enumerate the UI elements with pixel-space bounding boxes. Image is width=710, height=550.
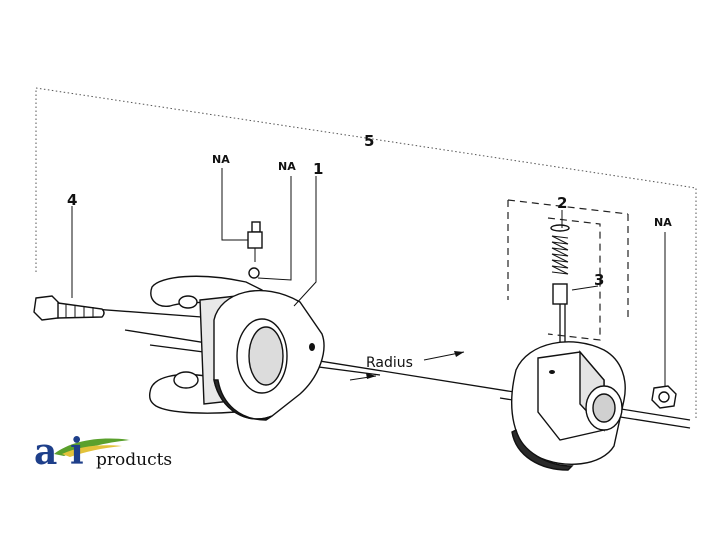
bolt-part (33, 295, 105, 321)
logo-mark-i: i (70, 431, 84, 473)
logo-mark-a: a (34, 431, 58, 473)
label-na-ball: NA (278, 160, 296, 173)
label-spring-3: 3 (594, 271, 604, 289)
leader-lines (71, 168, 666, 386)
plunger-spring-group-box (507, 199, 629, 341)
hub-yoke-part (511, 341, 626, 471)
label-na-fitting: NA (212, 153, 230, 166)
label-yoke-1: 1 (313, 160, 323, 178)
logo-leaf-swoosh (54, 438, 130, 457)
label-radius: Radius (366, 355, 413, 371)
label-bolt-4: 4 (67, 191, 77, 209)
check-ball-part (248, 267, 260, 279)
ai-products-logo: a i products (34, 432, 184, 476)
label-assembly-5: 5 (364, 132, 374, 150)
nut-part (651, 385, 677, 409)
yoke-part (148, 275, 325, 421)
assembly-bracket (35, 87, 697, 420)
label-plunger-2: 2 (557, 194, 567, 212)
logo-products-text: products (96, 450, 173, 470)
grease-fitting-part (247, 221, 263, 262)
label-na-nut: NA (654, 216, 672, 229)
callout-labels: 5 4 1 2 3 NA NA NA Radius (67, 132, 672, 371)
plunger-spring-part (550, 224, 570, 342)
